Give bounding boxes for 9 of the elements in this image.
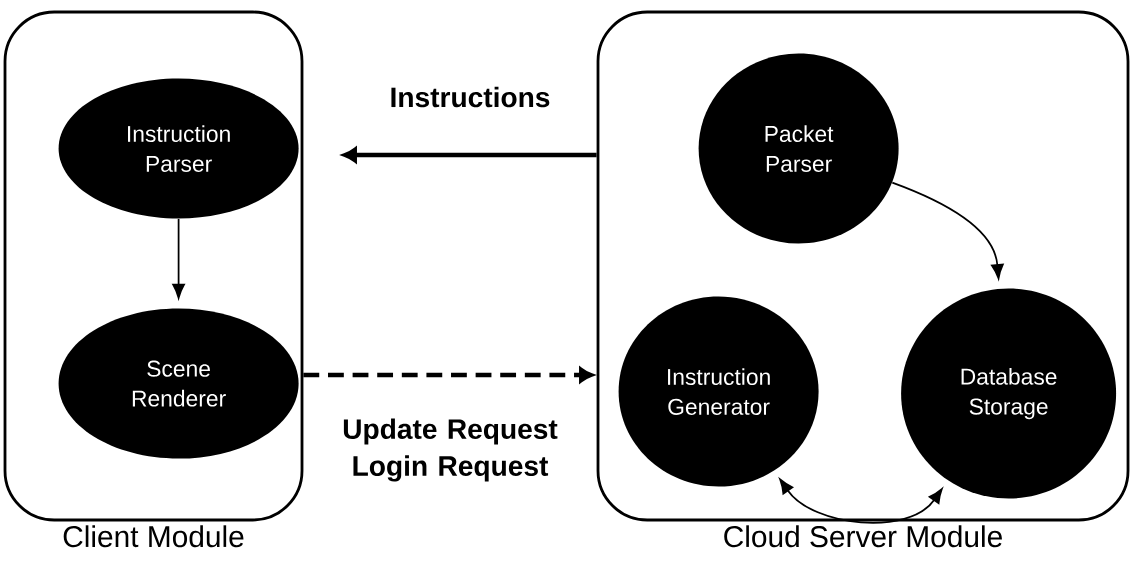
- arrow: [342, 147, 597, 163]
- edge-label: Instructions: [389, 86, 551, 108]
- arrow: [172, 218, 185, 299]
- arrow: [303, 367, 594, 383]
- edge-label: Update Request Login Request: [327, 418, 573, 482]
- arrow: [779, 478, 943, 524]
- arrow: [891, 181, 1004, 280]
- node-label: Cloud Server Module: [724, 525, 1002, 548]
- node-label: Client Module: [63, 525, 244, 548]
